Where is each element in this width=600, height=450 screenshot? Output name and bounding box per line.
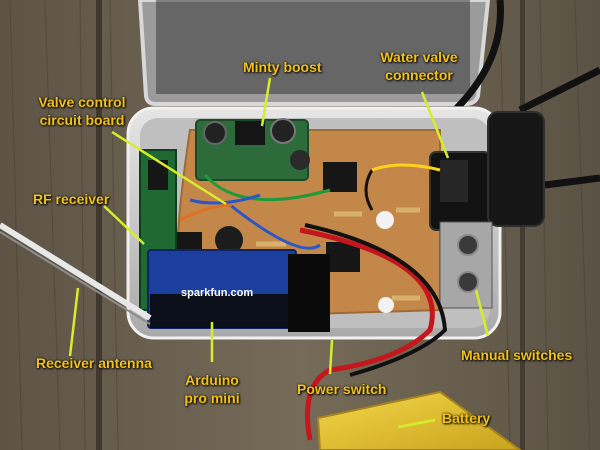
capacitor-black: [215, 226, 243, 254]
manual-switch-2: [457, 271, 479, 293]
arduino-label-line1: Arduino: [185, 372, 239, 388]
tin-lid-inner: [156, 0, 470, 94]
pointer-battery: [397, 418, 436, 429]
pointer-power: [328, 339, 334, 375]
pointer-manual: [474, 289, 490, 337]
receiver-antenna-label: Receiver antenna: [36, 355, 152, 371]
pointer-antenna: [68, 287, 80, 357]
battery-pack: [316, 390, 522, 450]
water-valve-label-line2: connector: [385, 67, 453, 83]
pointer-lines: [68, 77, 490, 429]
valve-control-board-label: Valve control circuit board: [30, 93, 134, 129]
cable-right-lower: [544, 174, 600, 189]
minty-chip: [235, 121, 265, 145]
minty-inductor: [290, 150, 310, 170]
battery-wire-black: [304, 223, 448, 377]
pointer-minty: [260, 77, 272, 127]
cable-right: [518, 66, 600, 114]
capacitor-white-2: [378, 297, 394, 313]
rf-receiver-label: RF receiver: [33, 191, 110, 207]
ic-3: [172, 232, 202, 250]
minty-capacitor-2: [270, 118, 296, 144]
battery-wire-red: [299, 227, 435, 441]
tape-block: [288, 254, 330, 332]
valve-connector-socket: [440, 160, 468, 202]
battery-label: Battery: [442, 410, 491, 426]
capacitor-white: [376, 211, 394, 229]
pointer-rf: [103, 205, 145, 245]
pointer-water-valve: [420, 91, 450, 159]
pointer-valve-control: [111, 130, 227, 206]
valve-control-label-line2: circuit board: [39, 112, 125, 128]
valve-plug: [487, 111, 545, 227]
valve-control-label-line1: Valve control: [38, 94, 126, 110]
ic-1: [323, 162, 357, 192]
arduino-label: Arduino pro mini: [176, 371, 248, 407]
antenna-wire: [0, 222, 152, 321]
cable-top-right: [452, 0, 504, 113]
antenna-wire-shadow: [0, 231, 151, 325]
manual-switch-1: [457, 234, 479, 256]
minty-boost-label: Minty boost: [243, 59, 322, 75]
ic-2: [326, 242, 360, 272]
water-valve-label-line1: Water valve: [380, 49, 458, 65]
wood-gap: [96, 0, 102, 450]
wood-grain: [9, 0, 591, 450]
arduino-label-line2: pro mini: [184, 390, 240, 406]
manual-switches-label: Manual switches: [461, 347, 573, 363]
water-valve-connector-label: Water valve connector: [366, 48, 472, 84]
minty-capacitor-1: [203, 121, 227, 145]
sparkfun-print: sparkfun.com: [181, 287, 253, 299]
rf-receiver-chip: [148, 160, 168, 190]
resistors: [256, 207, 420, 301]
power-switch-label: Power switch: [297, 381, 387, 397]
